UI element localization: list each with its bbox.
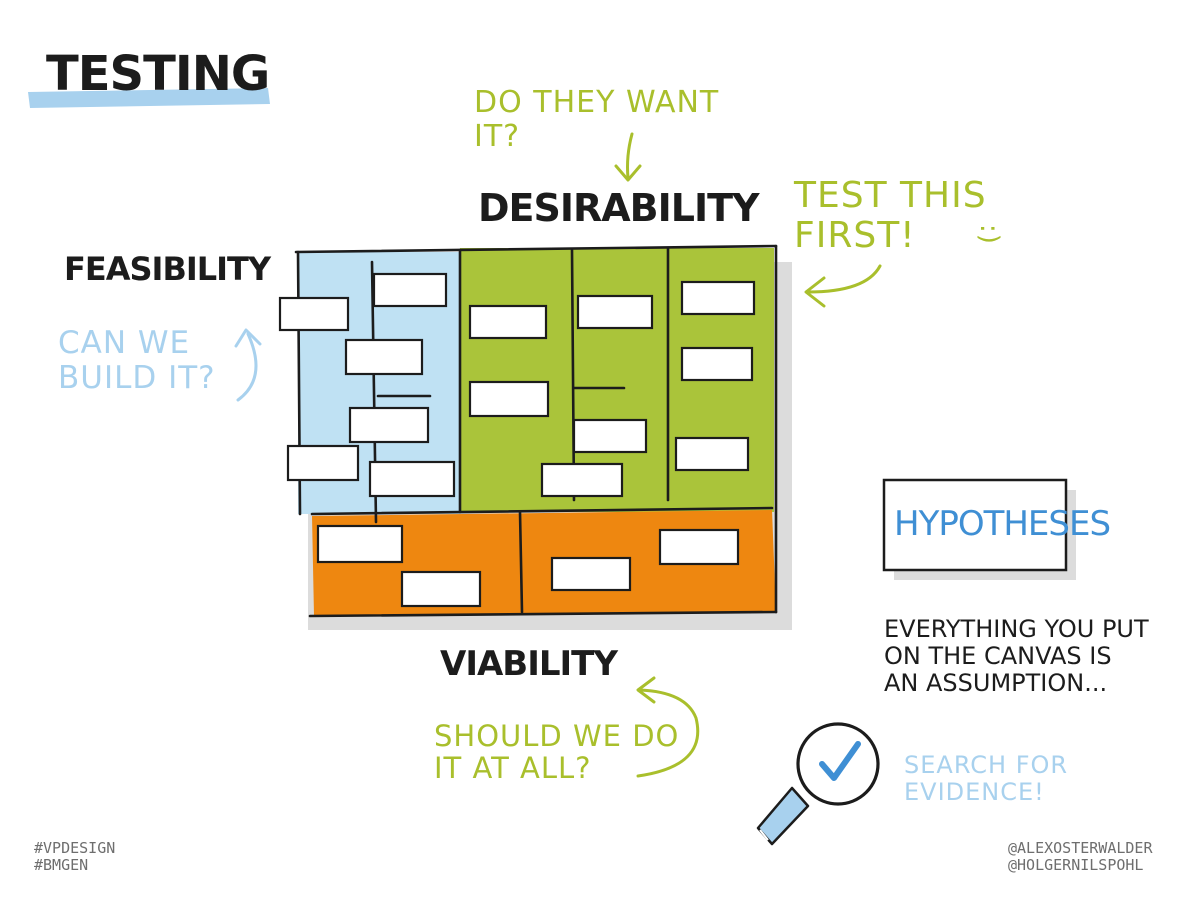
viability-arrow-head <box>636 676 656 704</box>
sticky-note <box>680 280 756 316</box>
feasibility-arrow-head <box>234 328 262 348</box>
feasibility-question-line-2: build it? <box>58 359 216 396</box>
sticky-note <box>348 406 430 444</box>
test-first-arrow <box>806 264 882 294</box>
viability-label: Viability <box>440 644 618 684</box>
sticky-notes <box>278 272 756 608</box>
sticky-note <box>576 294 654 330</box>
test-first-note: Test this first! <box>794 175 987 257</box>
sticky-note <box>658 528 740 566</box>
sticky-note <box>316 524 404 564</box>
credit-holgernilspohl: @HOLGERNILSPOHL <box>1008 855 1144 874</box>
title-highlight <box>28 88 270 108</box>
sticky-note <box>540 462 624 498</box>
hashtag-vpdesign: #VPDESIGN <box>34 839 116 857</box>
divider-desirability-1 <box>570 248 576 502</box>
sticky-note <box>278 296 350 332</box>
sticky-note <box>468 304 548 340</box>
hashtags: #VPDESIGN #BMGEN <box>34 840 115 874</box>
hypotheses-note-line-2: on the canvas is <box>884 641 1112 670</box>
magnifier-icon <box>756 722 880 846</box>
sticky-note <box>400 570 482 608</box>
desirability-question: Do they want it? <box>474 86 719 153</box>
credit-alexosterwalder: @ALEXOSTERWALDER <box>1008 839 1153 857</box>
test-first-line-1: Test this <box>794 175 987 216</box>
sticky-note <box>468 380 550 418</box>
hashtag-bmgen: #BMGEN <box>34 855 89 874</box>
divider-horizontal <box>310 506 774 516</box>
viability-question-line-1: Should we do <box>434 719 680 753</box>
divider-viability <box>518 510 524 614</box>
feasibility-label: Feasibility <box>64 250 271 288</box>
page-title: Testing <box>46 46 270 102</box>
desirability-arrow-head <box>614 164 642 182</box>
desirability-question-line-1: Do they want <box>474 85 720 120</box>
sticky-note <box>344 338 424 376</box>
hypotheses-frame <box>882 478 1068 572</box>
viability-question: Should we do it at all? <box>434 720 679 785</box>
sticky-note <box>572 418 648 454</box>
sticky-note <box>372 272 448 308</box>
desirability-arrow <box>626 132 634 180</box>
sticky-note <box>674 436 750 472</box>
feasibility-question-line-1: Can we <box>58 325 191 361</box>
hypotheses-note-line-3: an assumption... <box>884 668 1108 697</box>
sticky-note <box>368 460 456 498</box>
hypotheses-note-line-1: Everything you put <box>884 615 1149 643</box>
search-evidence-note: Search for evidence! <box>904 752 1068 806</box>
canvas-top-line <box>294 244 778 254</box>
desirability-question-line-2: it? <box>474 118 521 154</box>
sticky-note <box>550 556 632 592</box>
hypotheses-note: Everything you put on the canvas is an a… <box>884 616 1149 697</box>
search-evidence-line-1: Search for <box>904 751 1069 779</box>
viability-arrow <box>636 688 700 778</box>
smiley-icon: :) <box>974 224 1004 245</box>
feasibility-question: Can we build it? <box>58 326 216 395</box>
hypotheses-label: Hypotheses <box>894 504 1111 544</box>
sticky-note <box>286 444 360 482</box>
credits: @ALEXOSTERWALDER @HOLGERNILSPOHL <box>1008 840 1153 874</box>
test-first-line-2: first! <box>794 215 916 257</box>
sticky-note <box>680 346 754 382</box>
test-first-arrow-head <box>804 276 826 308</box>
search-evidence-line-2: evidence! <box>904 777 1045 806</box>
viability-question-line-2: it at all? <box>434 751 592 786</box>
desirability-label: Desirability <box>478 186 760 230</box>
feasibility-arrow <box>236 332 258 402</box>
canvas-bottom-line <box>308 610 778 618</box>
